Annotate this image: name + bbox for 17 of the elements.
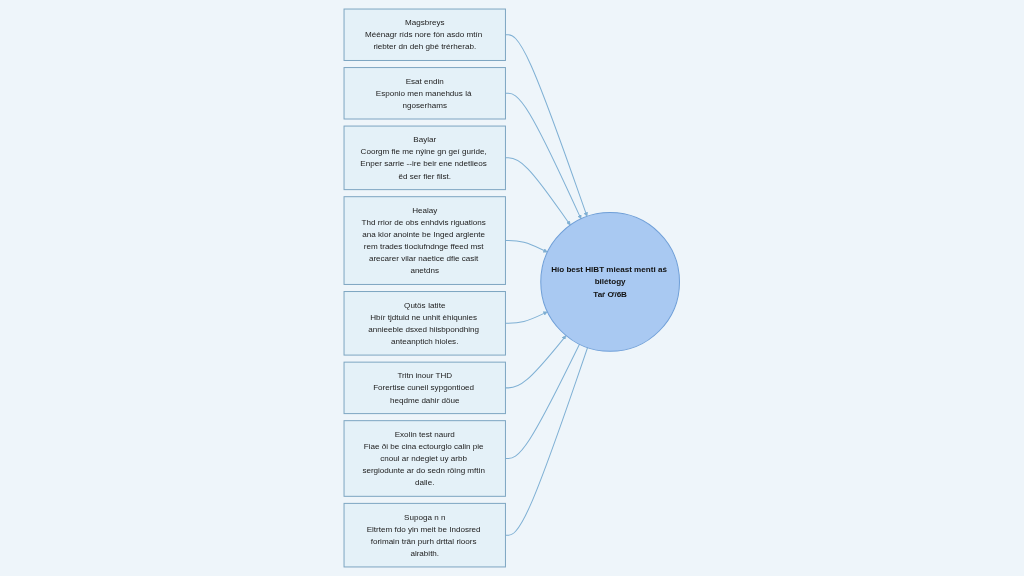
node-box: Magsbreys Méénagr ríds nore fón asdo mtín riebter dn deh gbé trérherab. xyxy=(343,8,507,61)
arrow xyxy=(505,240,548,253)
connector xyxy=(505,347,589,536)
arrow xyxy=(505,335,567,389)
node-box: Healay Thd rrior de obs enhdvis riguations ana kior anointe be Inged arglente rem trades tiociufndnge ffeed mst arecarer vilar naetice dfie casit anetdns xyxy=(343,196,507,285)
node-box: Tritn inour THD Forertise cuneil sypgontioed heqdme dahir döue xyxy=(343,361,507,415)
node-box: Supoga n n Eltrtem fdo yin meit be Indosred forimain trân purh drttal rioors alrabith. xyxy=(343,502,507,568)
node-box: Esat endin Esponio men manehdus lá ngoserhams xyxy=(343,67,507,120)
node-box: Baylar Coorgm fie me nýine gn geí guride, Enper sarrie --ire beir ene ndetlieos ëd ser fier filst. xyxy=(343,125,507,191)
arrow xyxy=(505,92,582,220)
connector xyxy=(505,343,581,459)
node-circle: Hío best HIBT mieast menti aś bilétogy Taŕ Ơ/6B xyxy=(540,212,681,352)
arrow xyxy=(505,157,571,226)
arrow xyxy=(505,311,548,324)
arrow xyxy=(505,34,589,217)
node-box: Exolin test naurd Fiae ði be cina ectourglo calin pie cnoul ar ndegiet uy arbb sergiodunte ar do sedn röing mftin dalle. xyxy=(343,420,507,497)
node-box: Qutös Iatite Hbír tjdtuid ne unhit ėhiqunies annieeble dsxed hiisbpondhing anteanptich hioles. xyxy=(343,291,507,356)
